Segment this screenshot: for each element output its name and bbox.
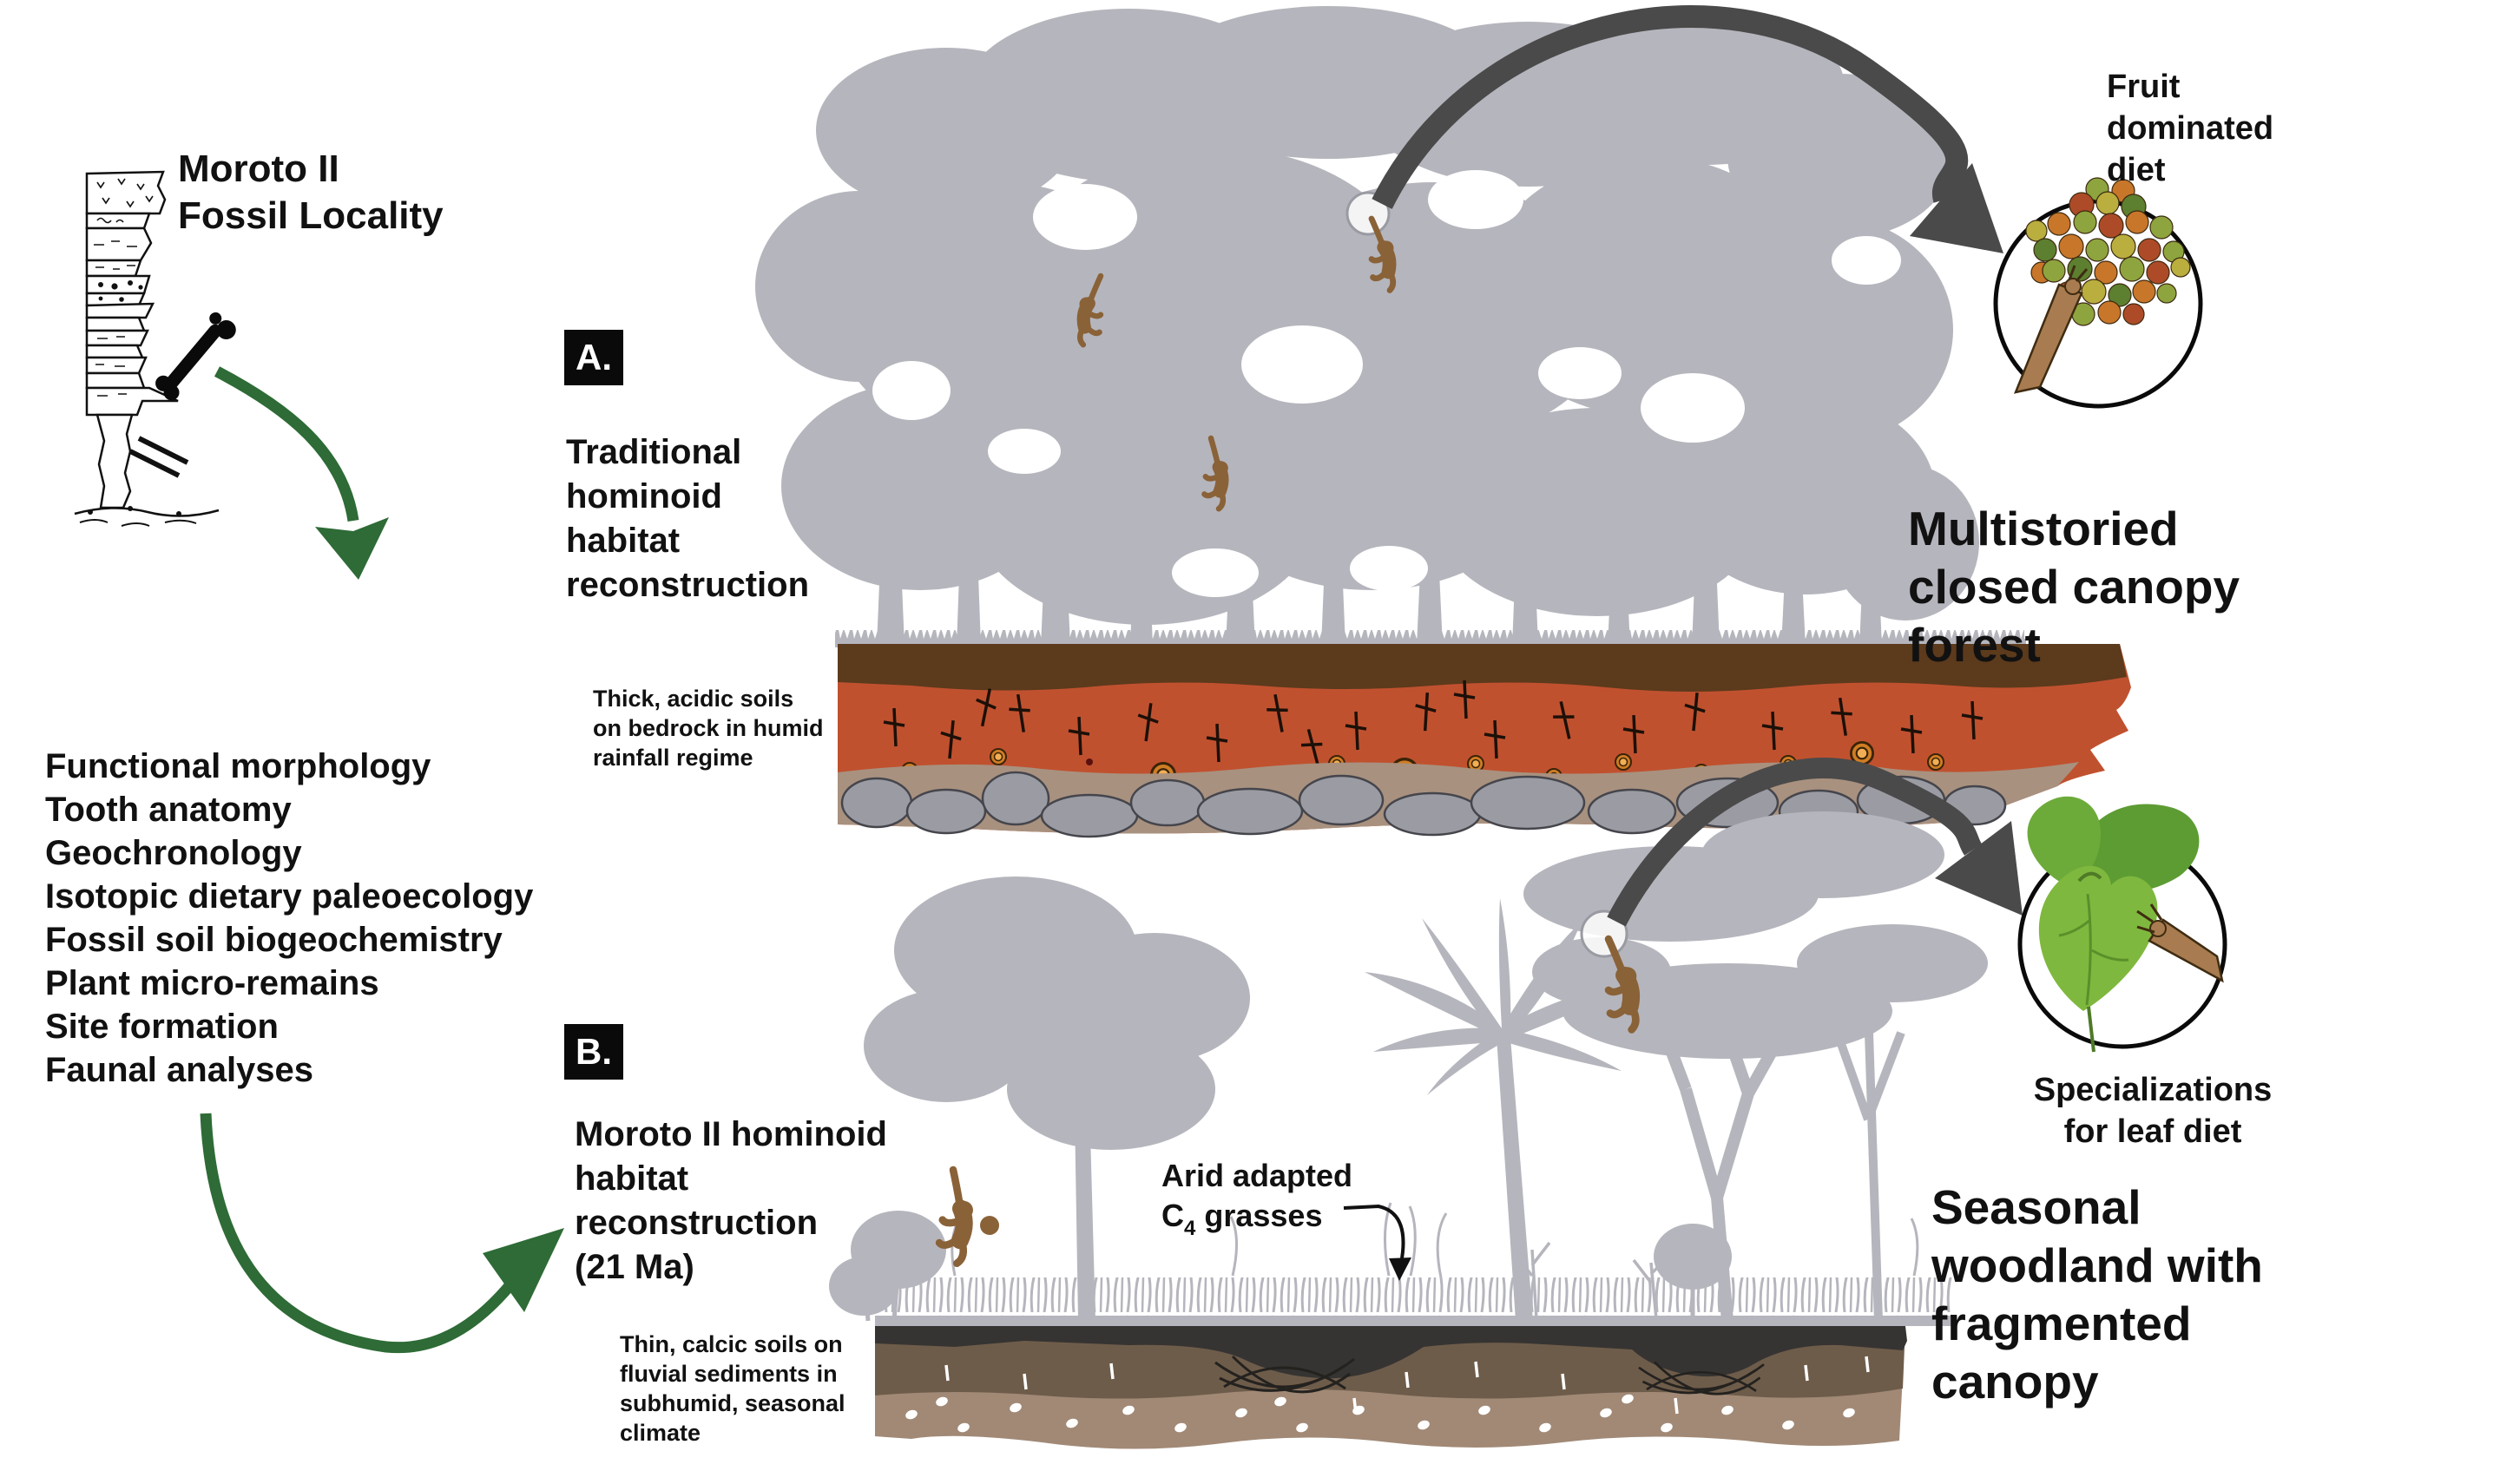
leaf-diet-line: for leaf diet xyxy=(2063,1113,2242,1150)
green-arrow-strat-to-list xyxy=(214,366,389,580)
closed-canopy-forest-silhouette xyxy=(755,6,2026,647)
panel-a-caption-line: reconstruction xyxy=(566,566,810,604)
soil-b-topsoil-black xyxy=(875,1326,1907,1379)
analysis-item: Geochronology xyxy=(45,834,302,872)
soil-note-line: rainfall regime xyxy=(593,745,753,771)
fruit-diet-line: diet xyxy=(2107,152,2166,188)
hand-highlight-circle-b xyxy=(1580,909,1628,958)
strat-column-drawing xyxy=(74,170,220,527)
analysis-methods-list: Functional morphology Tooth anatomy Geoc… xyxy=(45,745,533,1092)
c4-grasses-line1: Arid adapted xyxy=(1161,1158,1353,1193)
locality-title-line1: Moroto II xyxy=(178,148,339,190)
panel-a-caption-line: habitat xyxy=(566,522,681,560)
panel-a-caption: Traditional hominoid habitat reconstruct… xyxy=(566,430,809,607)
soil-profile-a xyxy=(838,644,2131,838)
grass-pointer-arrow xyxy=(1343,1204,1411,1281)
soil-note-line: Thin, calcic soils on xyxy=(620,1331,843,1357)
soil-a-bedrock-boulders xyxy=(840,771,2007,838)
arrow-canopy-to-fruit xyxy=(1372,5,2003,253)
panel-b-caption-line: reconstruction xyxy=(575,1204,819,1242)
green-arrow-list-to-b xyxy=(200,1113,564,1354)
panel-b-caption-line: Moroto II hominoid xyxy=(575,1115,887,1153)
habitat-a-heading: Multistoried closed canopy forest xyxy=(1908,500,2240,674)
panel-b-caption-line: (21 Ma) xyxy=(575,1248,694,1286)
habitat-b-heading: Seasonal woodland with fragmented canopy xyxy=(1931,1179,2263,1411)
panel-a-caption-line: hominoid xyxy=(566,477,722,515)
locality-title-line2: Fossil Locality xyxy=(178,194,444,237)
soil-note-line: on bedrock in humid xyxy=(593,715,824,741)
grasses-word: grasses xyxy=(1195,1198,1323,1233)
habitat-a-line: Multistoried xyxy=(1908,502,2179,555)
panel-b-caption: Moroto II hominoid habitat reconstructio… xyxy=(575,1113,887,1290)
leaf-diet-label: Specializations for leaf diet xyxy=(2031,1069,2274,1152)
leaf-diet-line: Specializations xyxy=(2033,1072,2273,1108)
habitat-b-line: canopy xyxy=(1931,1355,2099,1408)
fruit-cluster xyxy=(2025,177,2191,326)
ape-arm-reaching-leaf xyxy=(2136,903,2224,983)
habitat-b-line: fragmented xyxy=(1931,1297,2192,1350)
soil-note-line: fluvial sediments in xyxy=(620,1361,838,1387)
habitat-a-line: forest xyxy=(1908,618,2041,672)
panel-b-caption-line: habitat xyxy=(575,1159,689,1198)
leaves xyxy=(2027,796,2200,1053)
analysis-item: Site formation xyxy=(45,1008,279,1046)
habitat-b-line: woodland with xyxy=(1931,1238,2263,1292)
analysis-item: Isotopic dietary paleoecology xyxy=(45,877,534,916)
hominoid-apes-panel-b xyxy=(934,909,1636,1264)
seasonal-woodland-silhouette xyxy=(829,811,1988,1326)
locality-title: Moroto II Fossil Locality xyxy=(178,146,444,240)
hand-highlight-circle-a xyxy=(1345,191,1391,236)
habitat-a-line: closed canopy xyxy=(1908,560,2240,614)
canopy-gaps xyxy=(872,170,1901,597)
soil-profile-b xyxy=(875,1326,1907,1449)
panel-b-soil-note: Thin, calcic soils on fluvial sediments … xyxy=(620,1330,845,1448)
analysis-item: Functional morphology xyxy=(45,747,431,785)
fruit-diet-line: dominated xyxy=(2107,110,2274,147)
c4-grasses-label: Arid adapted C4 grasses xyxy=(1161,1156,1352,1249)
panel-a-soil-note: Thick, acidic soils on bedrock in humid … xyxy=(593,684,824,772)
fruit-diet-line: Fruit xyxy=(2107,69,2181,105)
soil-a-top-humus xyxy=(838,644,2127,692)
habitat-b-line: Seasonal xyxy=(1931,1180,2141,1234)
analysis-item: Faunal analyses xyxy=(45,1051,314,1089)
fruit-diet-label: Fruit dominated diet xyxy=(2107,66,2273,191)
femur-bone-icon xyxy=(155,312,236,401)
analysis-item: Fossil soil biogeochemistry xyxy=(45,921,503,959)
analysis-item: Tooth anatomy xyxy=(45,791,292,829)
soil-note-line: climate xyxy=(620,1420,701,1446)
c4-grasses-line2: C4 grasses xyxy=(1161,1196,1352,1249)
c4-symbol: C xyxy=(1161,1198,1184,1233)
fruit-diet-inset xyxy=(1993,177,2203,409)
arrow-woodland-to-leaf xyxy=(1607,758,2023,927)
infant-ape xyxy=(980,1216,999,1235)
soil-note-line: subhumid, seasonal xyxy=(620,1390,845,1416)
soil-note-line: Thick, acidic soils xyxy=(593,686,794,712)
c4-subscript: 4 xyxy=(1184,1217,1196,1240)
panel-b-label: B. xyxy=(564,1024,623,1080)
hominoid-apes-panel-a xyxy=(1080,191,1394,509)
analysis-item: Plant micro-remains xyxy=(45,964,379,1002)
ape-arm-reaching-fruit xyxy=(2013,265,2089,394)
panel-a-caption-line: Traditional xyxy=(566,433,742,471)
panel-a-label: A. xyxy=(564,330,623,385)
leaf-diet-inset xyxy=(2017,796,2227,1053)
